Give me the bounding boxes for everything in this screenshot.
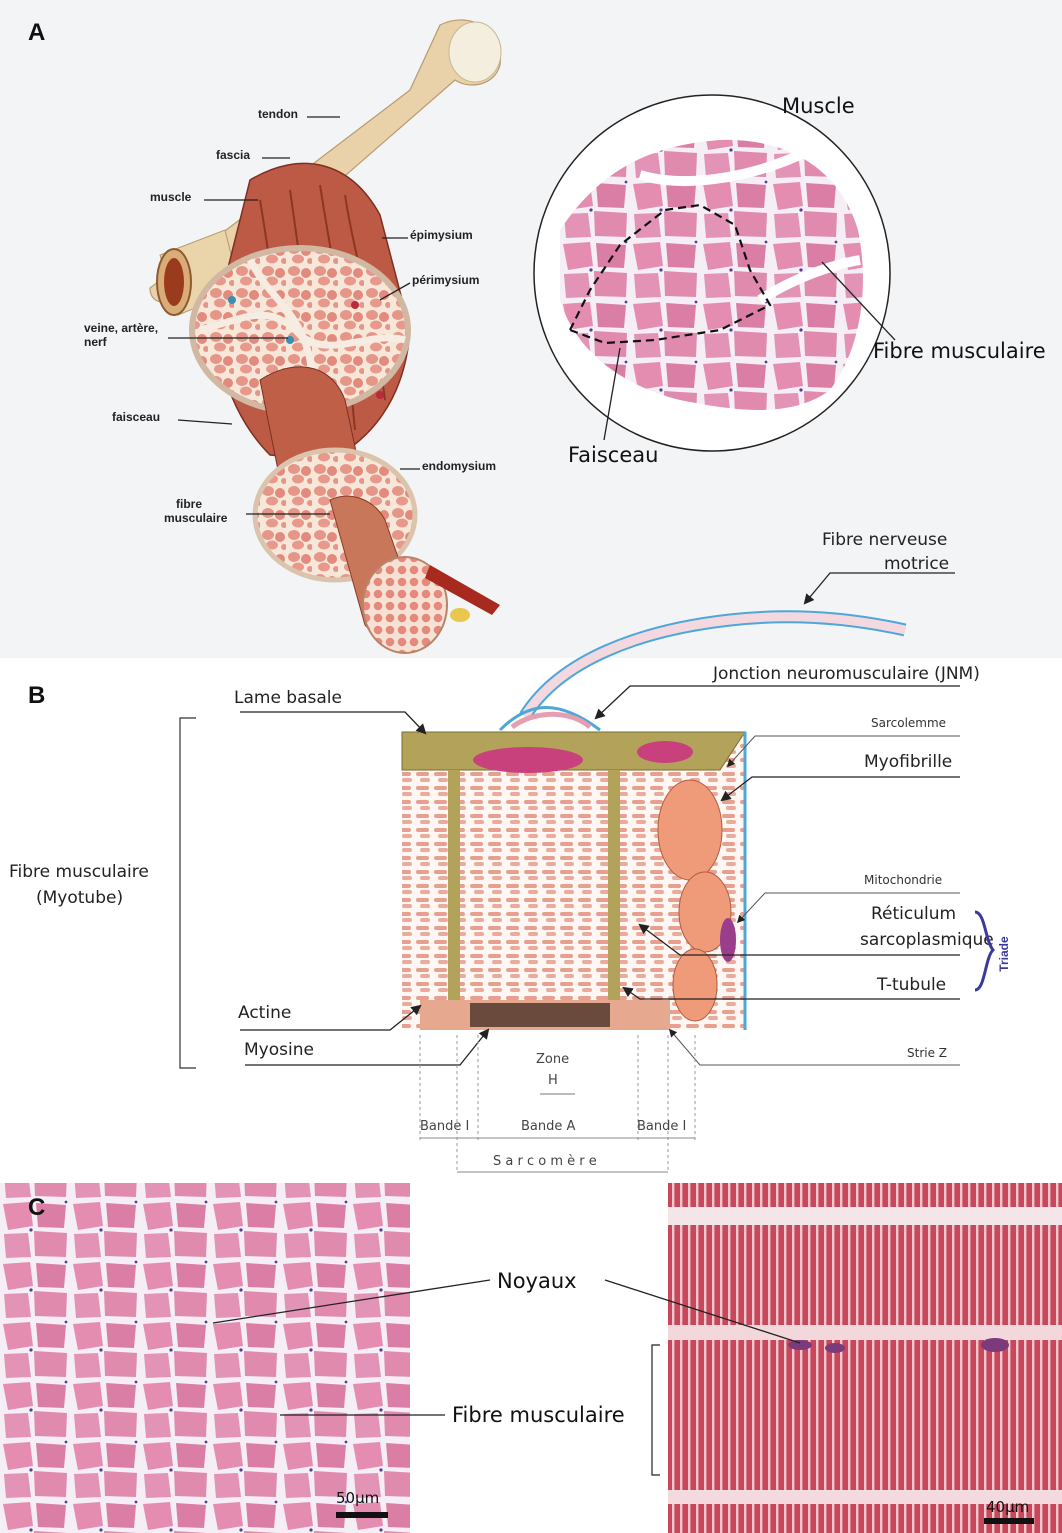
label-actin: Actine	[238, 1003, 291, 1023]
nucleus-long-2	[825, 1343, 845, 1353]
label-epimysium: épimysium	[410, 228, 473, 242]
panel-a-letter: A	[28, 19, 45, 46]
label-myosin: Myosine	[244, 1040, 314, 1060]
label-fibre-line2: musculaire	[164, 511, 228, 525]
label-nerve-line1: Fibre nerveuse	[822, 530, 947, 550]
label-band-a: Bande A	[521, 1119, 576, 1134]
label-mitochondria: Mitochondrie	[864, 873, 942, 887]
histology-fibre-label: Fibre musculaire	[873, 339, 1046, 363]
nucleus-1	[473, 747, 583, 773]
bone-head	[449, 22, 501, 82]
scale-bar-right	[984, 1518, 1034, 1524]
label-h-zone-line1: Zone	[536, 1052, 569, 1067]
label-muscle: muscle	[150, 190, 192, 204]
label-t-tubule: T-tubule	[876, 975, 946, 995]
fibre-bracket-long	[652, 1345, 660, 1475]
triad-brace	[975, 912, 993, 990]
scale-label-left: 50µm	[336, 1489, 379, 1507]
label-tendon: tendon	[258, 107, 298, 121]
label-sarcolemma: Sarcolemme	[871, 716, 946, 730]
label-z-line: Strie Z	[907, 1046, 947, 1060]
nucleus-2	[637, 741, 693, 763]
leader-basal-lamina	[240, 712, 425, 733]
nucleus-long-3	[981, 1338, 1009, 1352]
nucleus-long-1	[788, 1340, 812, 1350]
label-fascia: fascia	[216, 148, 250, 162]
histology-title: Muscle	[782, 94, 855, 118]
myosin-filaments	[470, 1003, 610, 1027]
longitudinal-micrograph	[668, 1183, 1062, 1533]
panel-c: C Noyaux Fibre musculaire 50µm 40µm	[0, 1183, 1062, 1533]
leader-jnm	[596, 686, 960, 718]
scale-label-right: 40µm	[986, 1498, 1029, 1516]
label-sr-line1: Réticulum	[871, 904, 956, 924]
longitudinal-gap-1	[668, 1207, 1062, 1225]
nerve-ending	[450, 608, 470, 622]
z-disc-right	[608, 770, 620, 1000]
label-vessels-line2: nerf	[84, 335, 108, 349]
cross-section-micrograph	[0, 1183, 410, 1533]
vessel-dot	[376, 391, 384, 399]
myofibril-section-3	[673, 949, 717, 1021]
longitudinal-gap-2	[668, 1325, 1062, 1340]
label-sr-line2: sarcoplasmique	[860, 930, 994, 950]
fibre-bracket	[180, 718, 196, 1068]
vessel-dot	[351, 301, 359, 309]
label-perimysium: périmysium	[412, 273, 479, 287]
label-nuclei: Noyaux	[497, 1269, 577, 1293]
bone-marrow	[164, 258, 184, 306]
label-fibre-line1: Fibre musculaire	[9, 862, 149, 882]
z-disc-left	[448, 770, 460, 1000]
label-vessels-line1: veine, artère,	[84, 321, 158, 335]
label-fibre-line1: fibre	[176, 497, 202, 511]
label-h-zone-line2: H	[548, 1073, 558, 1088]
histology-fascicle-label: Faisceau	[568, 443, 658, 467]
label-nerve-line2: motrice	[884, 554, 949, 574]
label-myofibril: Myofibrille	[864, 752, 952, 772]
label-jnm: Jonction neuromusculaire (JNM)	[712, 664, 980, 684]
panel-c-letter: C	[28, 1194, 45, 1221]
label-faisceau: faisceau	[112, 410, 160, 424]
label-fibre-line2: (Myotube)	[36, 888, 123, 908]
vessel-dot	[286, 336, 294, 344]
label-band-i-left: Bande I	[420, 1119, 469, 1134]
scale-bar-left	[336, 1512, 388, 1518]
myofibril-section-1	[658, 780, 722, 880]
label-sarcomere: S a r c o m è r e	[493, 1154, 597, 1169]
label-band-i-right: Bande I	[637, 1119, 686, 1134]
label-basal-lamina: Lame basale	[234, 688, 342, 708]
label-triad: Triade	[997, 936, 1011, 972]
myotube-block	[402, 732, 745, 1030]
label-endomysium: endomysium	[422, 459, 496, 473]
leader-myofibril	[722, 777, 960, 800]
label-fibre: Fibre musculaire	[452, 1403, 625, 1427]
vessel-dot	[228, 296, 236, 304]
panel-b-letter: B	[28, 682, 45, 709]
